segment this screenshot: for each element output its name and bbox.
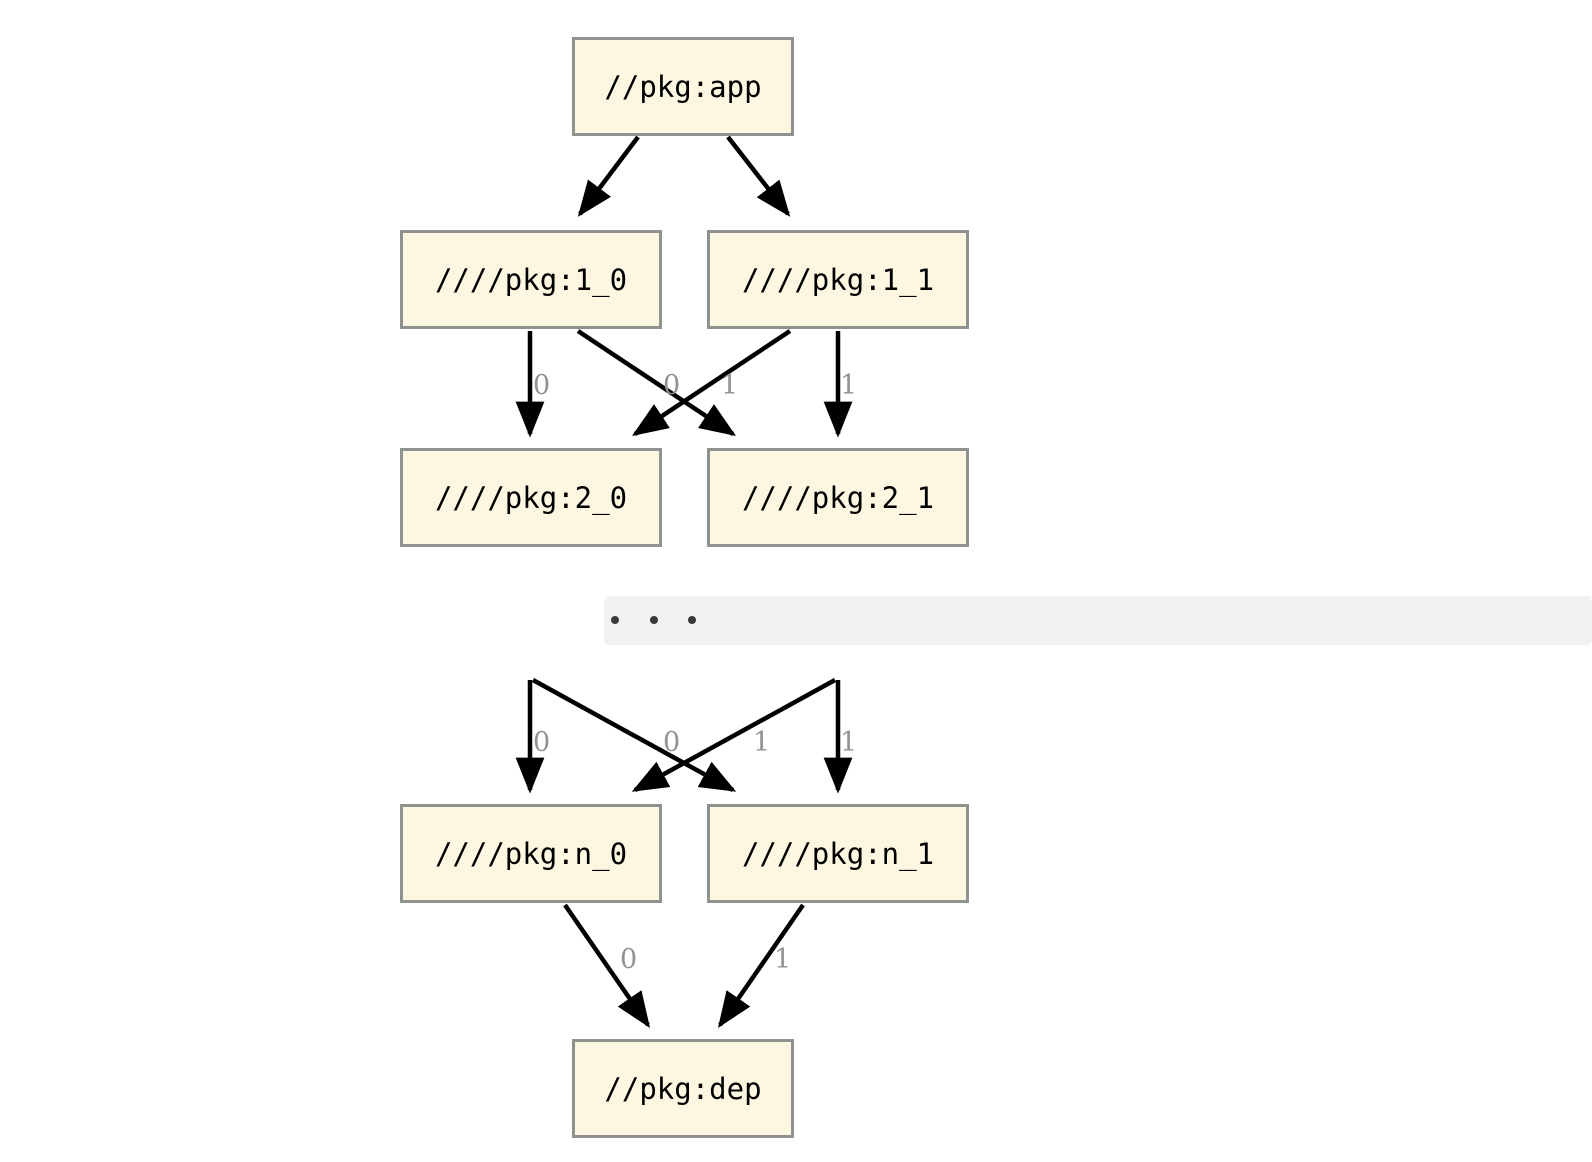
node-app[interactable]: //pkg:app [572,37,794,136]
edge-label-cutleft-to-n_0: 0 [533,727,551,758]
edge-n_0-to-dep [563,903,651,1028]
node-dep[interactable]: //pkg:dep [572,1039,794,1138]
edge-cutleft-to-n_1 [531,678,737,792]
edge-app-to-1_0 [577,135,640,217]
edge-label-cutright-to-n_0: 1 [753,727,771,758]
edge-cutright-to-n_0 [631,678,837,792]
edge-label-1_0-to-2_0: 0 [533,370,551,401]
edge-label-n_1-to-dep: 1 [774,944,792,975]
edge-label-1_1-to-2_1: 1 [840,370,858,401]
edge-label-cutright-to-n_1: 1 [840,727,858,758]
edge-1_0-to-2_1 [576,329,736,436]
edge-label-1_1-to-2_0: 1 [721,370,739,401]
node-pkg-2_0[interactable]: ////pkg:2_0 [400,448,662,547]
node-pkg-n_0[interactable]: ////pkg:n_0 [400,804,662,903]
edge-label-cutleft-to-n_1: 0 [663,727,681,758]
ellipsis-dot-1 [611,616,619,624]
node-pkg-1_0[interactable]: ////pkg:1_0 [400,230,662,329]
node-pkg-1_1[interactable]: ////pkg:1_1 [707,230,969,329]
node-pkg-n_1[interactable]: ////pkg:n_1 [707,804,969,903]
collapsed-path-ellipsis-band [604,596,1592,645]
edge-1_1-to-2_0 [632,329,792,436]
node-pkg-2_1[interactable]: ////pkg:2_1 [707,448,969,547]
edge-label-1_0-to-2_1: 0 [663,370,681,401]
edge-label-n_0-to-dep: 0 [620,944,638,975]
ellipsis-dot-3 [688,616,696,624]
edge-n_1-to-dep [717,903,805,1028]
ellipsis-dot-2 [650,616,658,624]
edge-app-to-1_1 [726,135,791,217]
